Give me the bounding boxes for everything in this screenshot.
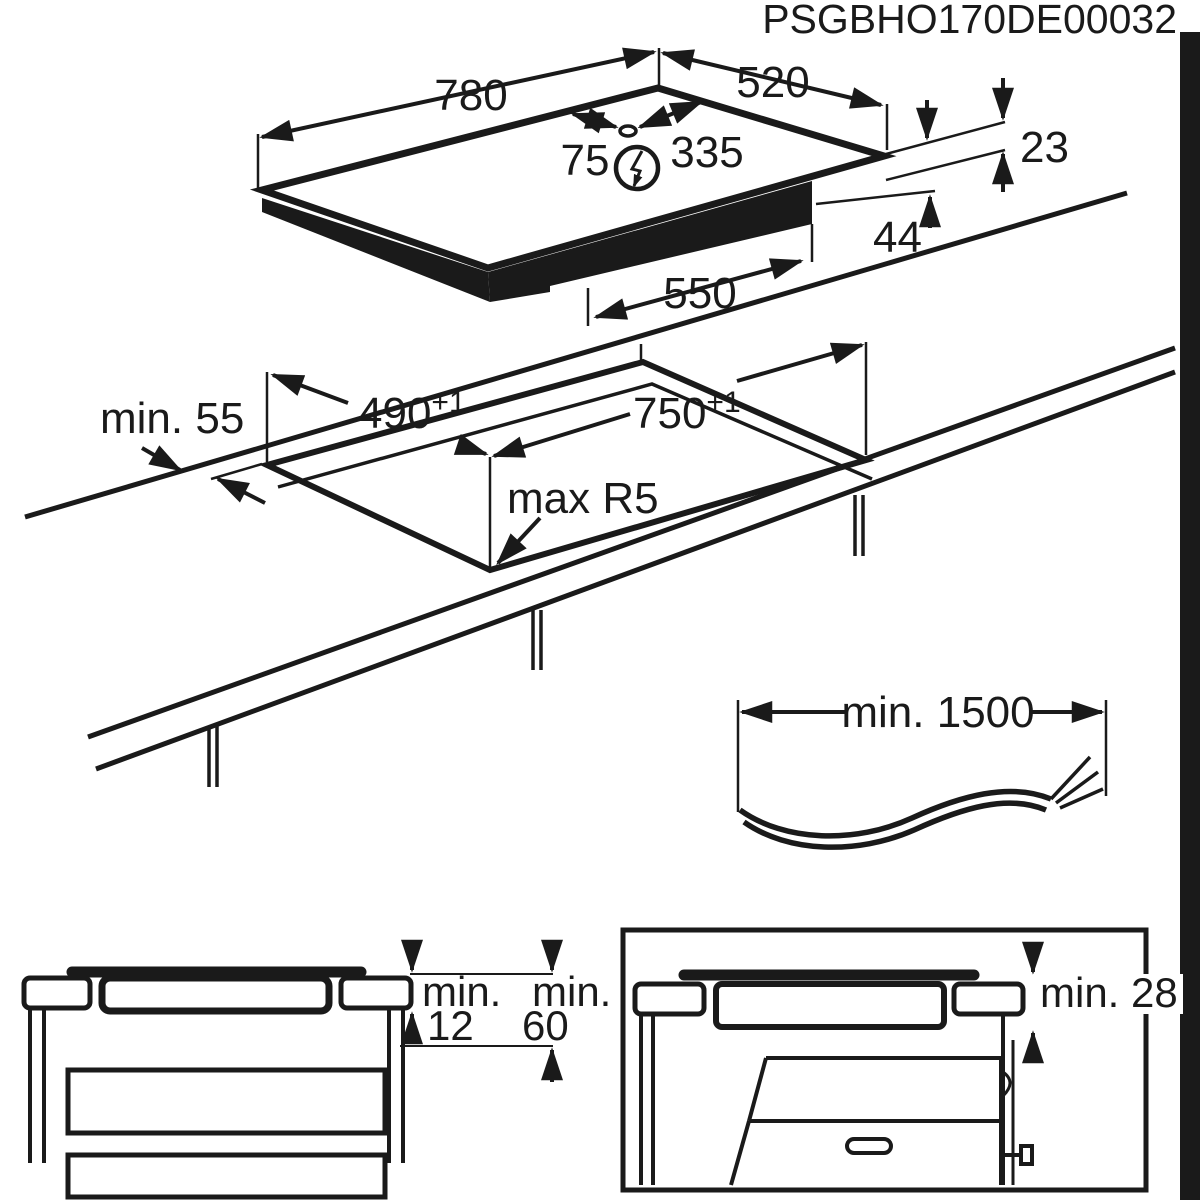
worktop-perspective	[24, 190, 1176, 787]
worktop-cutout	[258, 358, 875, 574]
corner-radius-label: max R5	[507, 474, 659, 523]
oven-cabinet-left-panel	[639, 1014, 655, 1185]
cable-frayed-end	[1049, 755, 1104, 810]
cabinet-legs	[207, 495, 865, 787]
min28-label-backdrop	[1033, 974, 1183, 1014]
height-below-label: 44	[873, 213, 922, 262]
worktop-right-section	[338, 975, 414, 1011]
worktop-left-section-oven	[632, 981, 707, 1017]
width-dim-arrow-a	[491, 412, 631, 458]
hob-dimensions	[256, 47, 1014, 326]
cutout-width-value: 750	[633, 389, 706, 438]
min60-prefix-label: min.	[532, 968, 611, 1015]
oven-door-handle	[845, 1137, 893, 1155]
power-connection-icon	[613, 144, 661, 192]
cable-wire-top	[738, 788, 1053, 839]
min55-arrow-lower	[215, 477, 266, 505]
worktop-left-section	[21, 975, 93, 1011]
cutout-depth-label: 490+1	[358, 386, 466, 438]
oven-body	[729, 1056, 1003, 1186]
cable-wire-bottom	[742, 800, 1048, 850]
drawer-front-lower	[65, 1152, 388, 1200]
worktop-back-edge	[24, 190, 1128, 520]
radius-arrow	[496, 516, 542, 566]
depth-dim-arrow-a	[270, 373, 349, 405]
hole-offset-right-label: 335	[670, 128, 743, 177]
hob-width-label: 780	[434, 71, 507, 120]
drawer-front-upper	[65, 1067, 388, 1136]
worktop-front-edge-bottom	[95, 369, 1176, 772]
hob-body-section	[98, 974, 333, 1015]
lower-box-width-label: 550	[663, 269, 736, 318]
height-above-label: 23	[1020, 123, 1069, 172]
box-550-dim-line	[593, 258, 804, 320]
hinge-bump	[1001, 1070, 1012, 1098]
cutout-depth-tolerance: +1	[431, 386, 465, 419]
width-780-dim-line	[259, 47, 657, 142]
min12-prefix-label: min.	[422, 968, 501, 1015]
hob-base-right-face	[488, 181, 812, 302]
min12-value-label: 12	[427, 1002, 474, 1049]
cabinet-side-panels	[28, 1008, 405, 1163]
section-view-drawers	[21, 939, 563, 1200]
hole-offset-left-label: 75	[561, 136, 610, 185]
hob-depth-label: 520	[736, 58, 809, 107]
lightning-bolt-icon	[629, 150, 644, 189]
min-edge-distance-label: min. 55	[100, 394, 244, 443]
hole-offset-335-dim-line	[637, 100, 704, 129]
hole-offset-75-dim-line	[570, 107, 619, 134]
min60-value-label: 60	[522, 1002, 569, 1049]
depth-520-dim-line	[660, 49, 884, 109]
hob-perspective	[249, 84, 897, 302]
worktop-front-edge-top	[87, 345, 1176, 740]
width-dim-arrow-b	[736, 342, 865, 383]
cutout-depth-value: 490	[358, 389, 431, 438]
cutout-extension-lines	[210, 342, 868, 567]
hob-base-left-face	[262, 198, 490, 302]
min55-arrow-upper	[140, 445, 183, 472]
cable-length-label: min. 1500	[841, 688, 1034, 737]
mains-cable-detail	[736, 700, 1108, 850]
oven-side-knob	[1019, 1144, 1034, 1166]
worktop-right-section-oven	[951, 981, 1026, 1017]
product-code: PSGBHO170DE00032	[762, 0, 1177, 42]
cable-exit-hole	[618, 124, 638, 138]
depth-dim-arrow-b	[453, 433, 489, 456]
section-view-oven	[620, 927, 1149, 1193]
cutout-inner-wall-edge	[277, 382, 873, 489]
min28-clearance-label: min. 28	[1040, 969, 1178, 1016]
cutout-width-tolerance: +1	[706, 386, 740, 419]
cutout-width-label: 750+1	[633, 386, 741, 438]
scan-margin-bar	[1180, 32, 1200, 1200]
cutout-dimensions	[140, 342, 865, 566]
hob-body-section-oven	[713, 981, 947, 1030]
